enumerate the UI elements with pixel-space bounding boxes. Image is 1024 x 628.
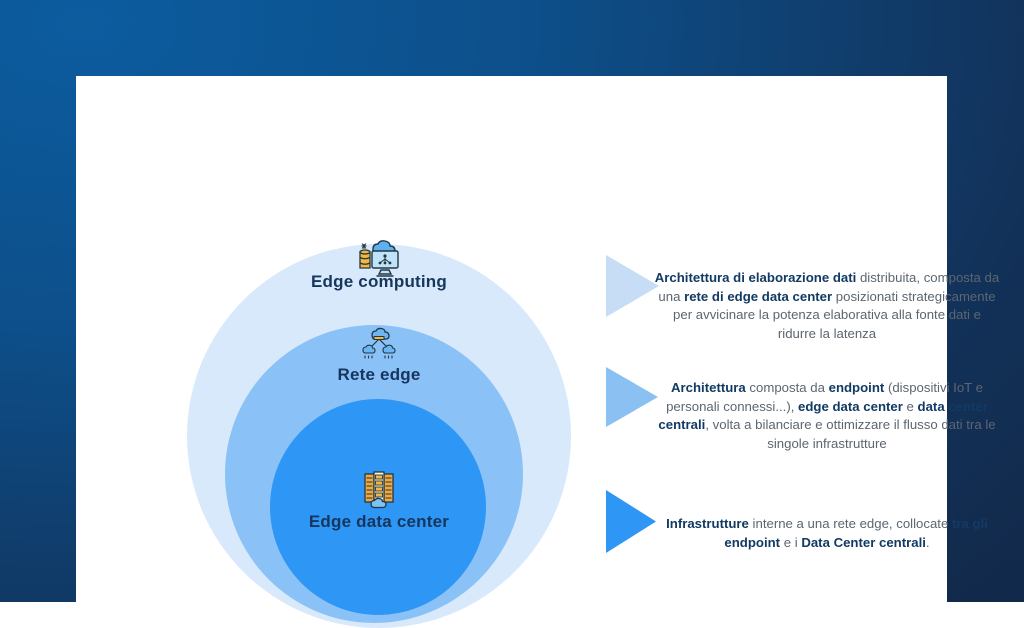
description-edge-computing: Architettura di elaborazione dati distri…	[654, 270, 1000, 341]
arrow-icon-2	[606, 367, 658, 427]
edge-computing-icon	[357, 240, 403, 283]
ring-label-edge-data-center: Edge data center	[308, 512, 450, 531]
content-card: Edge computing	[76, 76, 999, 628]
arrow-icon-1	[606, 255, 659, 317]
edge-data-center-icon	[357, 468, 401, 517]
arrow-icon-3	[606, 490, 656, 553]
ring-label-edge-computing: Edge computing	[311, 272, 447, 291]
description-rete-edge: Architettura composta da endpoint (dispo…	[658, 380, 996, 451]
ring-label-rete-edge: Rete edge	[337, 365, 421, 384]
edge-network-icon	[359, 327, 399, 368]
description-edge-data-center: Infrastrutture interne a una rete edge, …	[666, 516, 988, 550]
